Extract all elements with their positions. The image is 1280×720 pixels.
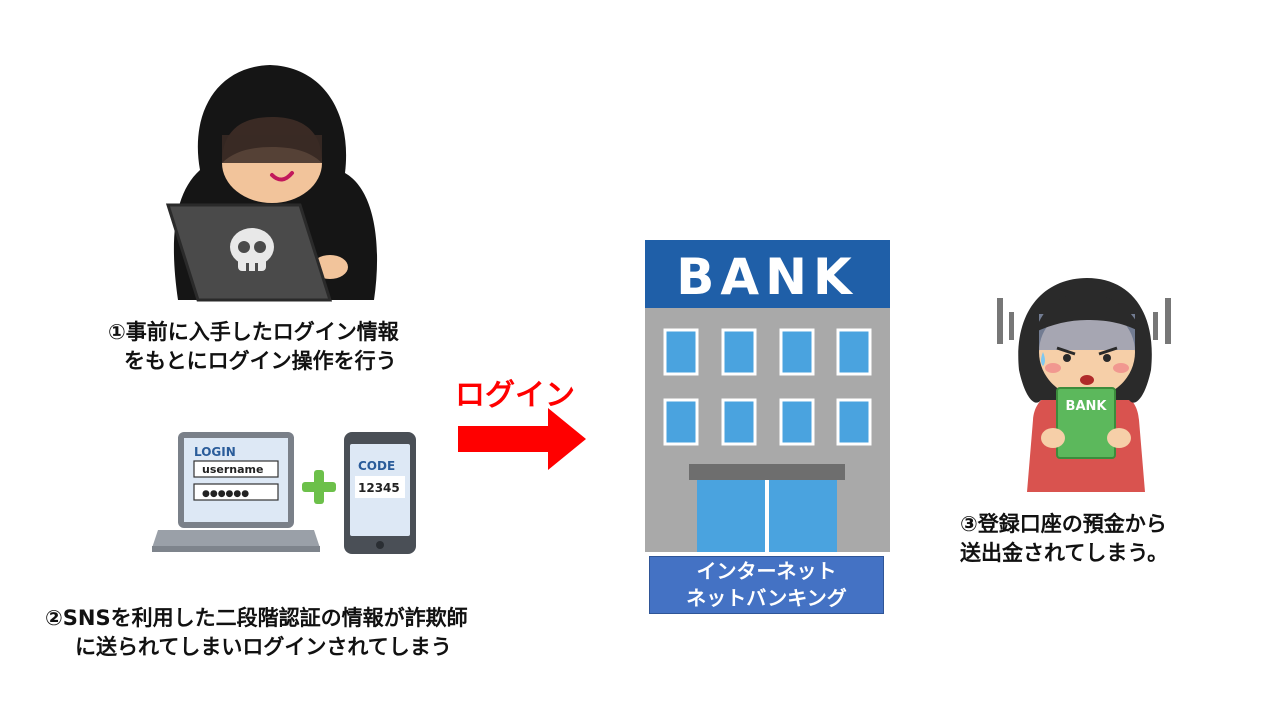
hacker-illustration [165,65,378,302]
bank-caption-line2: ネットバンキング [686,586,847,610]
password-field [193,483,279,501]
passbook [1056,387,1116,459]
code-value: 12345 [358,481,400,495]
arrow-label: ログイン [455,378,575,413]
passbook-label: BANK [1066,399,1108,414]
bank-windows-row2 [663,398,872,446]
step1-caption: ①事前に入手したログイン情報 をもとにログイン操作を行う [108,318,399,376]
skull-icon [230,228,274,271]
step1-line1: ①事前に入手したログイン情報 [108,320,399,344]
victim-illustration: BANK [997,278,1171,492]
code-label: CODE [358,459,395,473]
bank-caption-line1: インターネット [696,559,837,583]
login-arrow [458,408,586,470]
step1-line2: をもとにログイン操作を行う [124,349,397,373]
bank-caption-box: インターネット ネットバンキング [649,556,884,614]
arrow-right-icon [458,408,586,470]
login-title: LOGIN [194,445,236,459]
username-text: username [202,463,263,476]
step2-caption: ②SNSを利用した二段階認証の情報が詐欺師 に送られてしまいログインされてしまう [45,604,468,662]
password-text: ●●●●●● [202,489,249,499]
step2-line1: ②SNSを利用した二段階認証の情報が詐欺師 [45,606,468,630]
step3-line1: ③登録口座の預金から [960,512,1167,536]
bank-sign [645,240,890,308]
step2-line2: に送られてしまいログインされてしまう [75,635,452,659]
bank-sign-text: BANK [676,248,857,306]
plus-icon [302,470,336,504]
step3-caption: ③登録口座の預金から 送出金されてしまう。 [960,510,1168,568]
two-factor-illustration: LOGIN username ●●●●●● CODE 12345 [152,432,416,554]
step3-line2: 送出金されてしまう。 [960,541,1169,565]
bank-building: BANK [645,240,890,552]
username-field [193,460,279,478]
bank-windows-row1 [663,328,872,376]
